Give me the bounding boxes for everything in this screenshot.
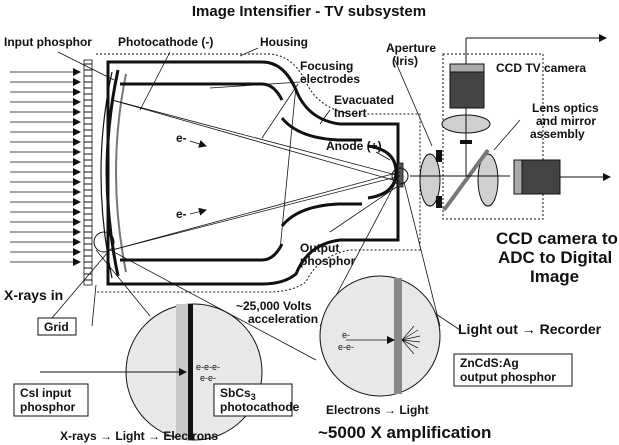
label-focusing-1: Focusing [300,59,353,73]
grid-strip [83,59,93,286]
leader-lines [51,47,521,331]
aperture-top [436,150,442,162]
focusing-electrodes [120,82,362,262]
label-housing: Housing [260,35,308,49]
label-volts-1: ~25,000 Volts [236,299,312,313]
label-output-phosphor-2: phosphor [300,254,356,268]
label-light-out: Light out → Recorder [458,321,602,337]
electron-paths [111,99,401,251]
label-evacuated-1: Evacuated [334,93,394,107]
label-ccd-adc-1: CCD camera to [496,229,618,248]
input-phosphor [105,69,120,277]
label-evacuated-2: Insert [334,106,367,120]
anode [367,144,398,200]
label-focusing-2: electrodes [300,72,360,86]
label-xrays-in: X-rays in [4,287,63,303]
diagram-title: Image Intensifier - TV subsystem [192,3,426,20]
label-electrons-light: Electrons → Light [326,403,429,417]
output-phosphor-magnifier-spot [391,167,409,185]
label-aperture-2: (Iris) [392,54,418,68]
label-lens-1: Lens optics [532,101,599,115]
label-xrays-chain: X-rays → Light → Electrons [60,429,218,443]
mirror [442,148,490,212]
lens-right [477,153,499,207]
label-sbcs-1: SbCs3 [220,386,256,402]
zncds-label-box [453,353,573,387]
ccd-tv-camera [449,34,607,109]
label-sbcs-main: SbCs [220,386,251,400]
output-electron-2: e-e- [338,342,354,352]
electron-marker-upper: e- [176,131,187,145]
evacuated-insert [106,60,400,286]
lens-mirror-assembly [410,53,544,220]
label-zncds-2: output phosphor [460,370,556,384]
label-ccd-adc-3: Image [530,267,579,286]
aperture-bottom [436,196,442,208]
label-sbcs-2: photocathode [220,400,300,414]
grid-label-box [37,317,77,336]
csi-label-box [13,383,89,417]
label-ccd-adc-2: ADC to Digital [498,248,612,267]
label-csi-1: CsI input [20,386,71,400]
label-anode: Anode (+) [326,139,382,153]
input-electron-cluster-2: e-e- [200,373,216,383]
ccd-camera-right [513,159,611,195]
label-csi-2: phosphor [20,400,76,414]
lens-left [419,153,441,207]
label-photocathode: Photocathode (-) [118,35,213,49]
output-phosphor-magnified [319,275,441,397]
electron-marker-lower: e- [176,207,187,221]
label-aperture-1: Aperture [386,41,436,55]
output-electron-1: e- [342,330,350,340]
housing-outline [96,53,421,293]
label-volts-2: acceleration [248,312,318,326]
output-phosphor [397,162,404,188]
label-input-phosphor: Input phosphor [4,35,92,49]
xray-arrows [10,68,81,266]
label-output-phosphor-1: Output [300,241,339,255]
label-zncds-1: ZnCdS:Ag [460,356,519,370]
label-lens-2: and mirror [536,114,596,128]
label-amplification: ~5000 X amplification [318,423,491,442]
label-sbcs-subscript: 3 [251,392,256,402]
input-electron-cluster-1: e-e-e- [196,362,220,372]
sbcs-label-box [213,383,293,417]
label-grid: Grid [44,320,69,334]
label-lens-3: assembly [530,127,585,141]
label-ccd-tv-camera: CCD TV camera [496,61,586,75]
input-magnifier-spot [93,231,115,253]
